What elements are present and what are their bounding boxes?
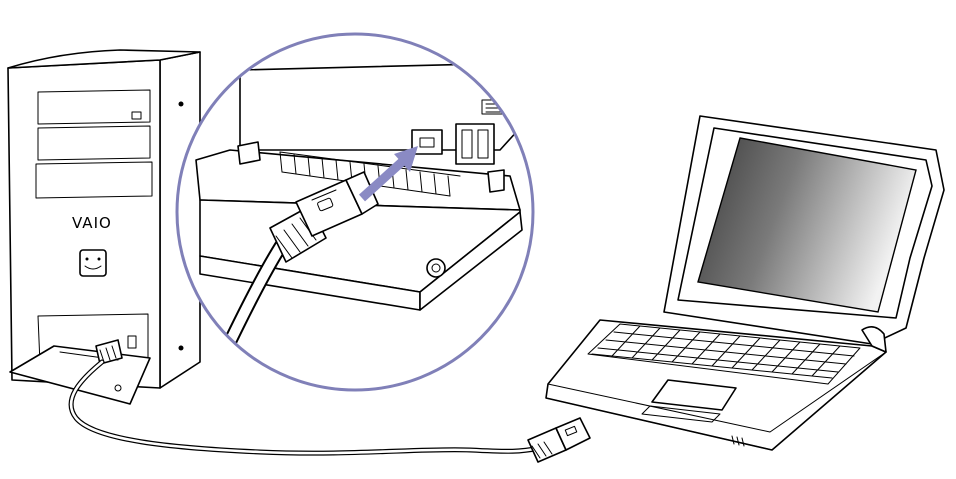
laptop <box>545 115 945 451</box>
laptop-touchpad-buttons <box>641 405 721 423</box>
tower-top <box>7 49 201 69</box>
power-button-face <box>84 265 102 270</box>
vaio-logo: VAIO <box>72 214 112 232</box>
laptop-hinge <box>861 326 887 353</box>
ilink-plug-laptop <box>527 417 591 463</box>
desktop-tower: VAIO <box>7 49 201 405</box>
usb-port-small <box>127 335 137 349</box>
insert-arrow-head <box>394 146 418 172</box>
inset-ilink-port <box>411 129 443 155</box>
power-button <box>79 249 107 277</box>
optical-drive-bay-2 <box>37 125 151 161</box>
magnified-inset <box>175 32 535 392</box>
inset-screw-hole <box>426 258 446 278</box>
magnifier-ring <box>175 32 535 392</box>
drive-bay-3 <box>35 161 153 199</box>
eject-button <box>131 111 142 120</box>
insert-arrow-shaft <box>358 156 408 202</box>
inset-cavity-wall <box>239 61 533 151</box>
laptop-screen <box>697 137 917 313</box>
optical-drive-bay-1 <box>37 89 151 125</box>
ilink-cable <box>68 359 543 456</box>
laptop-touchpad <box>651 379 737 411</box>
